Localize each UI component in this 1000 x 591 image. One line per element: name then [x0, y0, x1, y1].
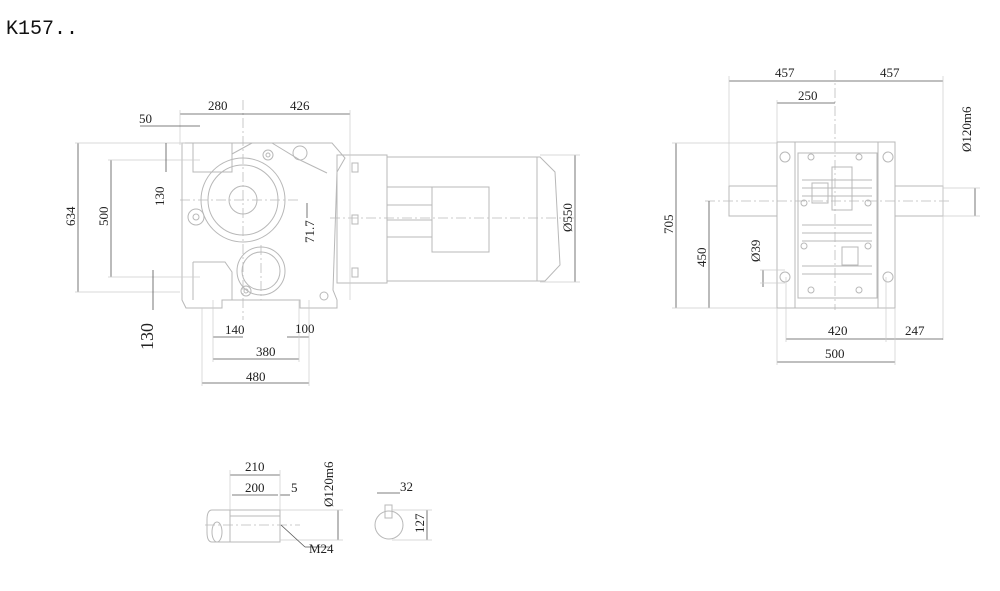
dim-200: 200 — [245, 480, 265, 495]
dim-39: Ø39 — [748, 240, 763, 262]
dim-50: 50 — [139, 111, 152, 126]
dim-71-7: 71.7 — [302, 220, 317, 243]
shaft-section — [374, 510, 404, 540]
dim-247: 247 — [905, 323, 925, 338]
dim-127: 127 — [412, 513, 427, 533]
motor — [336, 154, 561, 284]
dim-250: 250 — [798, 88, 818, 103]
dim-457-left: 457 — [775, 65, 795, 80]
dim-500: 500 — [96, 207, 111, 227]
dim-140: 140 — [225, 322, 245, 337]
dim-5: 5 — [291, 480, 298, 495]
dim-shaft-120m6: Ø120m6 — [321, 461, 336, 507]
dim-380: 380 — [256, 344, 276, 359]
side-view: 50 280 426 634 500 130 130 71.7 Ø550 140… — [63, 98, 580, 386]
drawing-title: K157.. — [6, 18, 79, 41]
dim-457-right: 457 — [880, 65, 900, 80]
gearbox-housing — [181, 142, 346, 309]
dim-130-top: 130 — [152, 187, 167, 207]
dim-280: 280 — [208, 98, 228, 113]
center-lines — [180, 100, 575, 320]
dim-634: 634 — [63, 206, 78, 226]
dim-130-bottom: 130 — [137, 323, 157, 350]
front-view: 457 457 250 Ø120m6 705 450 Ø39 420 247 5… — [661, 65, 980, 365]
thread-m24: M24 — [309, 541, 334, 556]
dim-210: 210 — [245, 459, 265, 474]
dimension-lines — [75, 110, 580, 386]
front-housing — [728, 141, 944, 309]
dim-420: 420 — [828, 323, 848, 338]
dim-100: 100 — [295, 321, 315, 336]
dim-426: 426 — [290, 98, 310, 113]
dim-450: 450 — [694, 248, 709, 268]
dim-550: Ø550 — [560, 203, 575, 232]
front-dimension-lines — [672, 76, 980, 365]
shaft-detail: 210 200 5 Ø120m6 M24 32 127 — [205, 459, 432, 556]
dim-500-front: 500 — [825, 346, 845, 361]
dim-705: 705 — [661, 215, 676, 235]
dim-480: 480 — [246, 369, 266, 384]
dim-120m6: Ø120m6 — [959, 106, 974, 152]
dim-32: 32 — [400, 479, 413, 494]
